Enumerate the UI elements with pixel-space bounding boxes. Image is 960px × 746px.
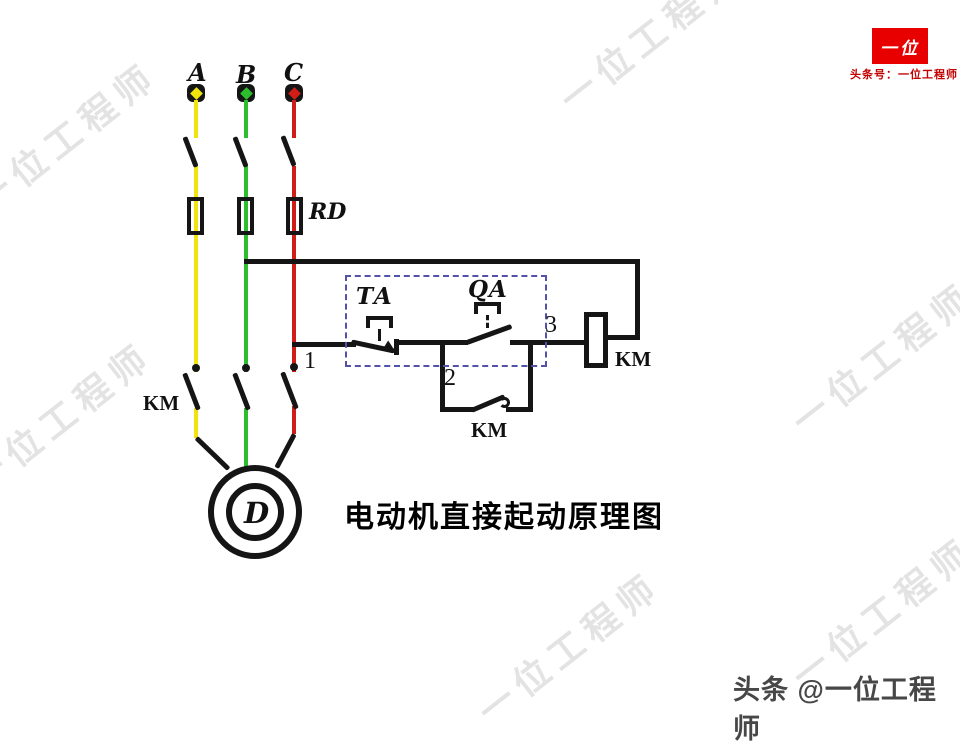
phase-a-terminal-diamond <box>189 86 203 100</box>
watermark-text: 一位工程师 <box>0 334 162 503</box>
node-1-label: 1 <box>304 348 316 374</box>
node-3-label: 3 <box>545 312 557 338</box>
selfhold-bottom-left <box>440 407 474 412</box>
contact-pivot-dot-c <box>290 363 298 371</box>
ta-actuator-bar <box>366 316 393 320</box>
phase-a-line-mid <box>194 166 198 372</box>
main-contact-label: KM <box>143 391 180 415</box>
phase-c-line-lower <box>292 406 296 434</box>
coil-right-wire <box>606 335 640 340</box>
ta-actuator-leg-right <box>389 316 393 328</box>
contact-pivot-dot-a <box>192 364 200 372</box>
motor-outer-circle <box>208 465 302 559</box>
ta-actuator-leg-left <box>366 316 370 328</box>
km-aux-fixed-hook <box>499 397 510 408</box>
author-credit: 头条 @一位工程师 <box>733 675 937 744</box>
disconnect-blade-b <box>232 136 249 168</box>
phase-a-label: A <box>188 58 207 87</box>
km-coil <box>584 312 608 368</box>
watermark-text: 一位工程师 <box>784 274 960 443</box>
aux-contact-label: KM <box>471 418 508 442</box>
node-2-label: 2 <box>444 365 456 391</box>
km-main-blade-b <box>232 372 251 411</box>
km-main-blade-c <box>280 371 299 410</box>
control-top-wire <box>244 259 640 264</box>
phase-b-terminal <box>237 84 255 102</box>
fuse-b <box>237 197 254 235</box>
disconnect-blade-c <box>280 135 297 167</box>
phase-a-line-lower <box>194 408 198 438</box>
phase-c-terminal <box>285 84 303 102</box>
phase-b-label: B <box>236 60 257 89</box>
start-button-label: QA <box>468 276 508 303</box>
qa-actuator-leg-left <box>474 302 478 314</box>
phase-c-label: C <box>284 58 304 87</box>
brand-logo: 一位 <box>872 28 928 64</box>
brand-logo-text: 一位 <box>880 38 920 58</box>
phase-a-line-upper <box>194 100 198 138</box>
coil-label: KM <box>615 347 652 371</box>
motor-inner-circle <box>226 483 284 541</box>
phase-c-line-mid <box>292 166 296 372</box>
control-right-vertical <box>635 259 640 340</box>
motor-feed-left <box>194 436 231 471</box>
watermark-text: 一位工程师 <box>552 0 752 121</box>
qa-actuator-bar <box>474 302 501 306</box>
ta-dashed-link <box>378 329 381 341</box>
phase-a-terminal <box>187 84 205 102</box>
selfhold-left-vertical <box>440 341 445 412</box>
contact-pivot-dot-b <box>242 364 250 372</box>
fuse-c <box>286 197 303 235</box>
phase-b-line-mid <box>244 166 248 372</box>
button-station-enclosure <box>345 275 547 367</box>
motor-feed-right <box>274 433 297 469</box>
selfhold-bottom-right <box>506 407 533 412</box>
fuse-label: RD <box>309 199 347 225</box>
qa-actuator-leg-right <box>497 302 501 314</box>
fuse-a <box>187 197 204 235</box>
wire-ta-to-qa <box>394 340 468 345</box>
ta-jog-vertical <box>394 339 399 355</box>
phase-b-terminal-diamond <box>239 86 253 100</box>
phase-c-terminal-diamond <box>287 86 301 100</box>
watermark-text: 一位工程师 <box>0 54 167 223</box>
wire-c-to-ta <box>292 342 356 347</box>
phase-b-line-lower <box>244 408 248 468</box>
phase-b-line-upper <box>244 100 248 138</box>
watermark-text: 一位工程师 <box>470 564 670 733</box>
km-main-blade-a <box>182 372 201 411</box>
wire-qa-to-coil <box>510 340 588 345</box>
phase-c-line-upper <box>292 100 296 138</box>
stop-button-label: TA <box>356 283 394 310</box>
qa-dashed-link <box>486 315 489 328</box>
diagram-caption: 电动机直接起动原理图 <box>344 501 664 534</box>
brand-subtitle: 头条号：一位工程师 <box>850 69 958 81</box>
disconnect-blade-a <box>182 136 199 168</box>
motor-label: D <box>244 496 270 530</box>
selfhold-right-vertical <box>528 341 533 412</box>
